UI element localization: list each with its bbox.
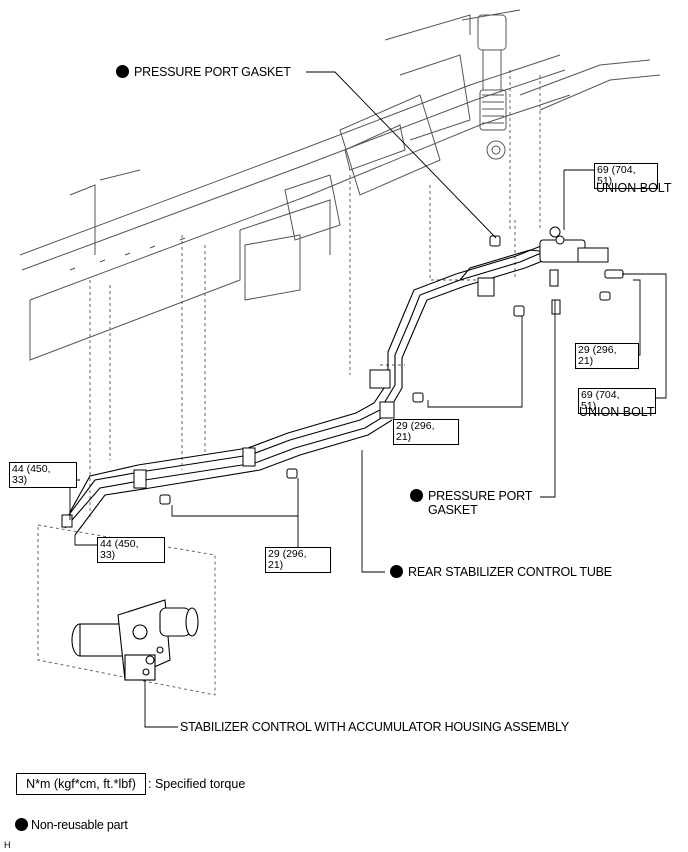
torque-value: 69 (704, bbox=[581, 389, 620, 401]
callout-pressure-port-gasket-bottom-line2: GASKET bbox=[428, 503, 478, 517]
callout-pressure-port-gasket-top: PRESSURE PORT GASKET bbox=[116, 65, 291, 79]
torque-value: 44 (450, bbox=[12, 463, 51, 475]
torque-box-29-center: 29 (296, 21) bbox=[393, 419, 459, 445]
legend-unit-box: N*m (kgf*cm, ft.*lbf) bbox=[16, 773, 146, 795]
torque-box-44-lower: 44 (450, 33) bbox=[97, 537, 165, 563]
legend-non-reusable: Non-reusable part bbox=[15, 818, 128, 832]
torque-value: 44 (450, bbox=[100, 538, 139, 550]
non-reusable-icon bbox=[410, 489, 423, 502]
legend-unit-desc: : Specified torque bbox=[148, 777, 246, 791]
legend-text: Non-reusable part bbox=[31, 818, 128, 832]
torque-value: 69 (704, bbox=[597, 164, 636, 176]
non-reusable-icon bbox=[15, 818, 28, 831]
torque-box-29-bottom: 29 (296, 21) bbox=[265, 547, 331, 573]
alignment-lines bbox=[37, 70, 541, 696]
shock-absorber bbox=[461, 9, 521, 160]
torque-value-ftlbf: 33) bbox=[12, 474, 28, 486]
callout-rear-stabilizer-control-tube: REAR STABILIZER CONTROL TUBE bbox=[390, 565, 612, 579]
torque-value-ftlbf: 21) bbox=[268, 559, 284, 571]
torque-value-ftlbf: 33) bbox=[100, 549, 116, 561]
bolts bbox=[159, 235, 624, 505]
torque-value-ftlbf: 21) bbox=[578, 355, 594, 367]
callout-union-bolt-right: UNION BOLT bbox=[579, 405, 655, 419]
valve-cluster bbox=[539, 226, 609, 315]
non-reusable-icon bbox=[116, 65, 129, 78]
torque-box-44-left: 44 (450, 33) bbox=[9, 462, 77, 488]
tube-clamps bbox=[61, 277, 495, 528]
callout-union-bolt-top: UNION BOLT bbox=[596, 181, 672, 195]
frame-cross-member bbox=[284, 54, 471, 241]
callout-text: REAR STABILIZER CONTROL TUBE bbox=[408, 565, 612, 579]
torque-box-69-right: 69 (704, 51) bbox=[578, 388, 656, 414]
frame-upper-rail bbox=[19, 14, 661, 301]
torque-box-29-right: 29 (296, 21) bbox=[575, 343, 639, 369]
torque-value-ftlbf: 21) bbox=[396, 431, 412, 443]
torque-value: 29 (296, bbox=[396, 420, 435, 432]
corner-mark: H bbox=[4, 840, 11, 850]
non-reusable-icon bbox=[390, 565, 403, 578]
torque-value: 29 (296, bbox=[578, 344, 617, 356]
callout-text: PRESSURE PORT GASKET bbox=[134, 65, 291, 79]
frame-lower-panel bbox=[29, 199, 331, 361]
torque-value-ftlbf: 51) bbox=[581, 400, 597, 412]
callout-stabilizer-control-assembly: STABILIZER CONTROL WITH ACCUMULATOR HOUS… bbox=[180, 720, 569, 734]
callout-text: PRESSURE PORT bbox=[428, 489, 533, 503]
accumulator-housing bbox=[71, 599, 199, 681]
callout-pressure-port-gasket-bottom: PRESSURE PORT bbox=[410, 489, 532, 503]
torque-value-ftlbf: 51) bbox=[597, 175, 613, 187]
torque-box-69-top: 69 (704, 51) bbox=[594, 163, 658, 189]
torque-value: 29 (296, bbox=[268, 548, 307, 560]
